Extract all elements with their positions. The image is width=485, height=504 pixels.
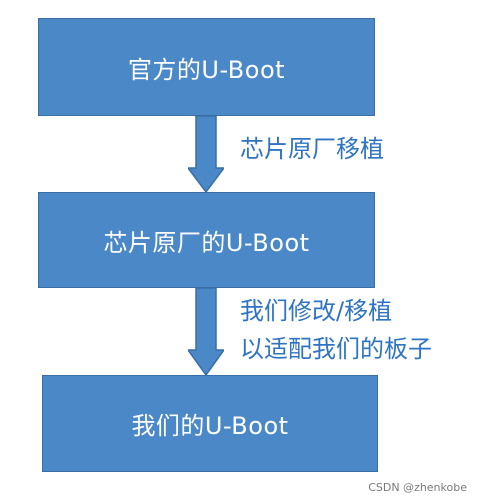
arrow-down-2 bbox=[188, 288, 224, 375]
box-official-uboot-label: 官方的U-Boot bbox=[127, 55, 286, 84]
box-vendor-uboot-label: 芯片原厂的U-Boot bbox=[103, 228, 310, 257]
arrow2-label-line1: 我们修改/移植 bbox=[240, 297, 393, 325]
box-our-uboot: 我们的U-Boot bbox=[42, 375, 378, 472]
arrow1-label: 芯片原厂移植 bbox=[240, 135, 384, 163]
box-vendor-uboot: 芯片原厂的U-Boot bbox=[38, 192, 375, 288]
arrow2-label-line2: 以适配我们的板子 bbox=[240, 335, 432, 363]
box-official-uboot: 官方的U-Boot bbox=[38, 18, 375, 116]
box-our-uboot-label: 我们的U-Boot bbox=[131, 412, 289, 440]
watermark: CSDN @zhenkobe bbox=[368, 481, 467, 494]
arrow-down-1 bbox=[188, 116, 224, 192]
